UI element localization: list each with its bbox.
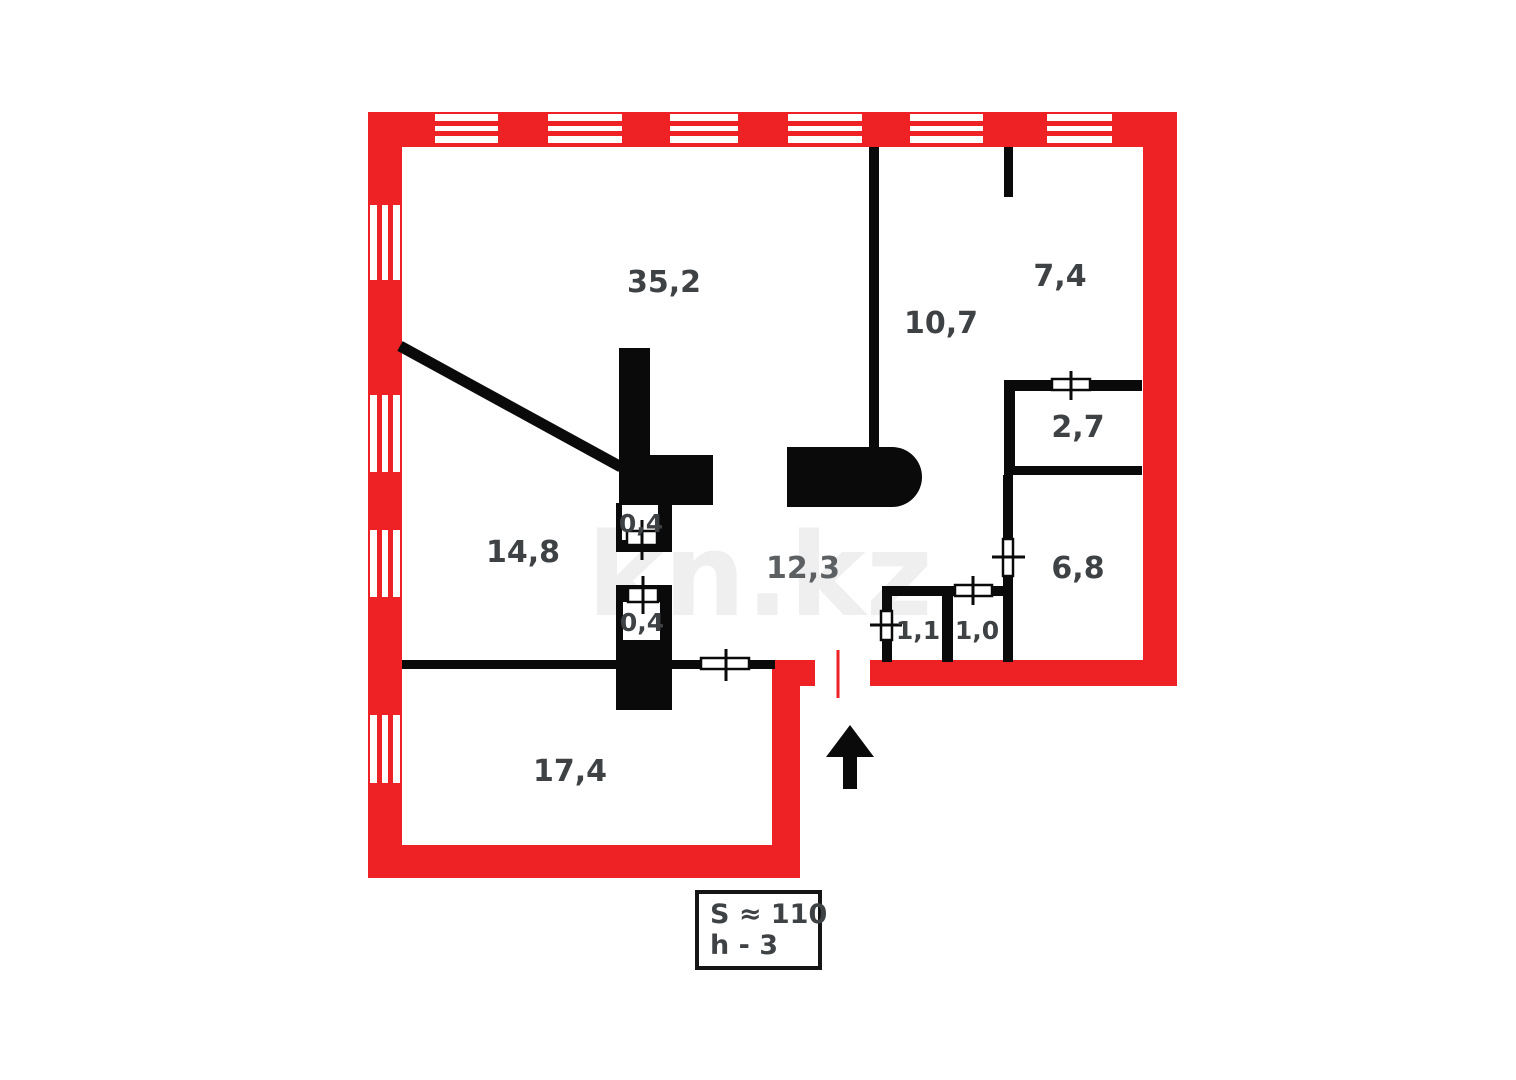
door-1-1	[870, 609, 902, 642]
room-label-12-3: 12,3	[766, 551, 840, 586]
wall-right	[1143, 112, 1177, 686]
info-box: S ≈ 110 h - 3	[695, 890, 827, 970]
windows-top-wall	[435, 114, 1112, 143]
room-label-14-8: 14,8	[486, 535, 560, 570]
wall-wc-top	[882, 586, 1003, 596]
closet-top	[616, 503, 672, 560]
room-label-1-0: 1,0	[955, 616, 999, 645]
exterior-walls	[368, 112, 1177, 878]
wall-2-7-left	[1004, 380, 1015, 475]
window-icon	[1047, 114, 1112, 143]
window-icon	[370, 715, 400, 783]
entrance-arrow-icon	[826, 725, 874, 789]
window-icon	[548, 114, 622, 143]
window-icon	[370, 530, 400, 597]
window-icon	[435, 114, 498, 143]
room-label-0-4-top: 0,4	[619, 509, 663, 538]
room-label-7-4: 7,4	[1033, 259, 1086, 294]
room-label-6-8: 6,8	[1051, 551, 1104, 586]
room-label-10-7: 10,7	[904, 306, 978, 341]
door-2-7	[1050, 371, 1092, 400]
door-hallway	[699, 649, 751, 681]
window-icon	[370, 205, 400, 280]
door-entrance	[815, 650, 870, 698]
wall-stub-7-4	[1004, 147, 1013, 197]
info-height-label: h - 3	[710, 930, 778, 961]
room-label-17-4: 17,4	[533, 754, 607, 789]
column-center	[619, 348, 650, 455]
windows-left-wall	[370, 205, 400, 783]
window-icon	[670, 114, 738, 143]
wall-divider-35-10	[869, 147, 879, 447]
window-icon	[910, 114, 983, 143]
info-area-label: S ≈ 110	[710, 899, 827, 930]
window-icon	[788, 114, 862, 143]
wall-diagonal	[397, 341, 624, 472]
wall-room17-right	[772, 660, 800, 878]
wall-17-4-top	[402, 660, 775, 669]
wall-bottom-left	[368, 845, 800, 878]
wall-wc-divider	[942, 596, 953, 662]
interior-walls	[397, 147, 1142, 669]
room-label-0-4-bottom: 0,4	[620, 608, 664, 637]
wall-center-bar	[619, 455, 713, 505]
door-6-8	[992, 537, 1025, 578]
room-label-1-1: 1,1	[896, 616, 940, 645]
doors	[699, 371, 1092, 698]
closet-bottom	[616, 576, 672, 710]
room-labels: 35,2 10,7 7,4 2,7 6,8 14,8 12,3 0,4 0,4 …	[486, 259, 1105, 789]
wall-2-7-bottom	[1004, 466, 1142, 475]
door-1-0	[953, 576, 994, 605]
wall-top	[368, 112, 1177, 147]
wall-rounded-end	[787, 447, 922, 507]
window-icon	[370, 395, 400, 472]
room-label-35-2: 35,2	[627, 265, 701, 300]
room-label-2-7: 2,7	[1051, 410, 1104, 445]
